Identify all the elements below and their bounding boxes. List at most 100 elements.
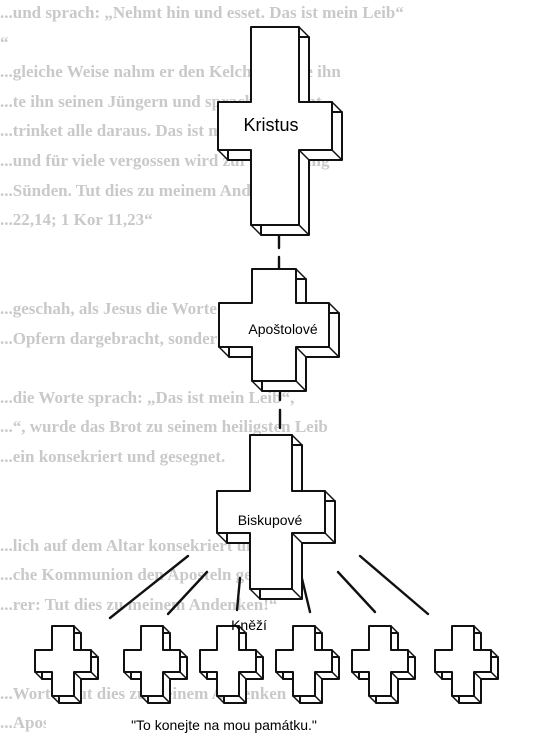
connector-biskupove-knezi (108, 554, 190, 620)
cross-edge (140, 695, 149, 704)
cross-edge (162, 695, 171, 704)
cross-front-face (217, 26, 333, 226)
caption: "To konejte na mou památku." (46, 710, 402, 740)
cross-edge (324, 532, 336, 544)
cross-edge (295, 346, 307, 358)
cross-edge (328, 346, 340, 358)
cross-edge (179, 649, 188, 658)
cross-edge (295, 380, 307, 392)
cross-knez-6 (434, 625, 499, 704)
cross-edge (368, 695, 377, 704)
cross-edge (162, 625, 171, 634)
cross-front-face (351, 625, 409, 697)
cross-edge (314, 671, 323, 680)
cross-edge (249, 588, 261, 600)
cross-edge (473, 695, 482, 704)
cross-edge (238, 671, 247, 680)
cross-edge (123, 671, 132, 680)
cross-edge (291, 434, 303, 446)
cross-edge (451, 695, 460, 704)
cross-edge (331, 149, 343, 161)
cross-edge (216, 532, 228, 544)
cross-edge (73, 671, 82, 680)
cross-knez-2 (123, 625, 188, 704)
connector-biskupove-knezi (235, 576, 242, 612)
cross-edge (199, 671, 208, 680)
cross-edge (324, 490, 336, 502)
background-text-line: ...die Worte sprach: „Das ist mein Leib“… (0, 387, 295, 407)
cross-edge (250, 224, 262, 236)
cross-edge (73, 625, 82, 634)
cross-edge (390, 695, 399, 704)
cross-edge (331, 649, 340, 658)
cross-biskupove (216, 434, 336, 600)
cross-edge (434, 671, 443, 680)
cross-edge (217, 149, 229, 161)
cross-edge (51, 695, 60, 704)
cross-edge (314, 695, 323, 704)
cross-edge (255, 649, 264, 658)
background-text-line: ...“, wurde das Brot zu seinem heiligste… (0, 417, 328, 437)
connector-biskupove-knezi (358, 554, 430, 616)
cross-edge (291, 532, 303, 544)
background-text-line: ...und sprach: „Nehmt hin und esset. Das… (0, 3, 404, 22)
cross-edge (275, 671, 284, 680)
background-text-line: ...ein konsekriert und gesegnet. (0, 447, 226, 466)
background-text-line: ...rer: Tut dies zu meinem Andenken!“ (0, 595, 278, 614)
background-text-line: ...Sünden. Tut dies zu meinem Andenken.“ (0, 180, 308, 200)
cross-edge (73, 695, 82, 704)
cross-edge (298, 224, 310, 236)
background-text-line: “ (0, 32, 9, 52)
cross-edge (331, 671, 340, 680)
cross-apostolove (218, 268, 340, 392)
cross-edge (490, 671, 499, 680)
cross-edge (295, 268, 307, 280)
cross-edge (90, 671, 99, 680)
cross-edge (291, 588, 303, 600)
cross-edge (255, 671, 264, 680)
cross-edge (179, 671, 188, 680)
cross-edge (90, 649, 99, 658)
connector-biskupove-knezi (336, 570, 377, 614)
cross-front-face (199, 625, 257, 697)
cross-edge (331, 101, 343, 113)
cross-edge (218, 346, 230, 358)
cross-edge (251, 380, 263, 392)
cross-edge (292, 695, 301, 704)
cross-kristus (217, 26, 343, 236)
node-label-kristus: Kristus (243, 115, 299, 135)
cross-edge (473, 671, 482, 680)
background-text-line: ...che Kommunion den Aposteln gegeben (0, 565, 295, 585)
cross-edge (162, 671, 171, 680)
cross-front-face (123, 625, 181, 697)
cross-edge (298, 149, 310, 161)
cross-front-face (216, 434, 326, 590)
cross-front-face (34, 625, 92, 697)
connector-biskupove-knezi (166, 570, 209, 616)
cross-edge (238, 695, 247, 704)
cross-edge (216, 695, 225, 704)
cross-edge (351, 671, 360, 680)
blank-patch (18, 282, 74, 300)
cross-edge (34, 671, 43, 680)
background-text-line: ...22,14; 1 Kor 11,23“ (0, 210, 153, 230)
cross-edge (390, 671, 399, 680)
cross-knez-5 (351, 625, 416, 704)
cross-front-face (275, 625, 333, 697)
cross-edge (490, 649, 499, 658)
cross-knez-1 (34, 625, 99, 704)
cross-knez-3 (199, 625, 264, 704)
node-label-biskupove: Biskupové (237, 512, 303, 528)
cross-edge (298, 26, 310, 38)
cross-edge (407, 649, 416, 658)
cross-edge (473, 625, 482, 634)
cross-edge (328, 302, 340, 314)
cross-front-face (434, 625, 492, 697)
cross-knez-4 (275, 625, 340, 704)
cross-edge (238, 625, 247, 634)
cross-edge (407, 671, 416, 680)
cross-front-face (218, 268, 330, 382)
node-label-knezi: Kněží (231, 617, 267, 633)
node-label-apostolove: Apoštolové (248, 321, 318, 337)
